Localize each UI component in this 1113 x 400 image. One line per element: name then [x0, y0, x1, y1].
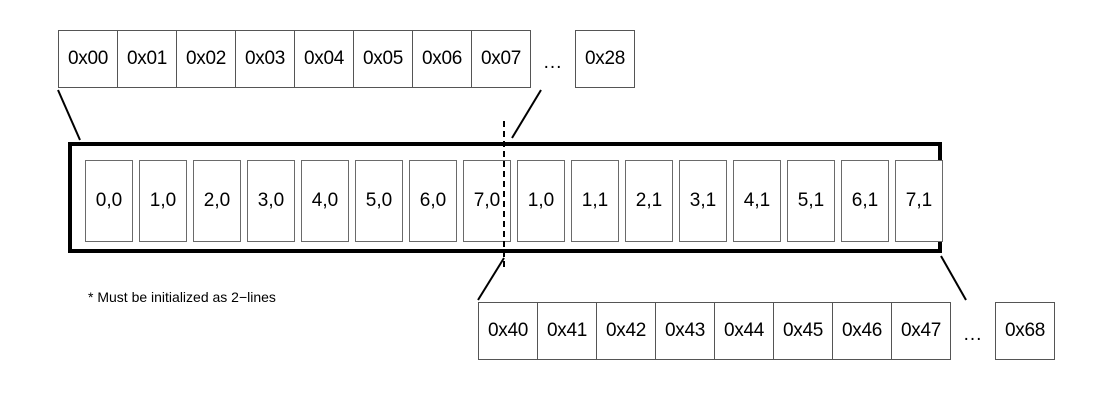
cache-line-cell: 3,1	[679, 160, 727, 242]
cache-line-cell: 1,1	[571, 160, 619, 242]
address-cell: 0x00	[58, 30, 118, 88]
address-cell: 0x42	[596, 302, 656, 360]
cache-line-cell: 0,0	[85, 160, 133, 242]
address-cell: 0x02	[176, 30, 236, 88]
cache-line-cell: 4,0	[301, 160, 349, 242]
cache-line-cell: 2,0	[193, 160, 241, 242]
address-cell: 0x07	[471, 30, 531, 88]
top-address-strip: 0x00 0x01 0x02 0x03 0x04 0x05 0x06 0x07 …	[58, 30, 635, 88]
cache-line-cell-row: 0,0 1,0 2,0 3,0 4,0 5,0 6,0 7,0 1,0 1,1 …	[85, 160, 943, 242]
leader-line-bottom-right	[940, 255, 967, 301]
cache-line-cell: 4,1	[733, 160, 781, 242]
cache-line-cell: 6,1	[841, 160, 889, 242]
cache-line-cell: 2,1	[625, 160, 673, 242]
cache-line-cell: 3,0	[247, 160, 295, 242]
leader-line-top-right	[511, 89, 542, 139]
address-cell: 0x47	[891, 302, 951, 360]
footnote-text: * Must be initialized as 2−lines	[88, 289, 276, 305]
cache-line-cell: 1,0	[139, 160, 187, 242]
cache-line-cell: 5,0	[355, 160, 403, 242]
cache-line-cell: 1,0	[517, 160, 565, 242]
cache-line-split-divider	[503, 121, 505, 267]
address-gap-ellipsis: ...	[543, 52, 563, 73]
address-cell: 0x43	[655, 302, 715, 360]
address-cell: 0x46	[832, 302, 892, 360]
cache-line-cell: 7,1	[895, 160, 943, 242]
address-cell: 0x41	[537, 302, 597, 360]
address-cell-tail: 0x28	[575, 30, 635, 88]
address-gap-ellipsis: ...	[963, 324, 983, 345]
cache-line-cell: 5,1	[787, 160, 835, 242]
cache-line-buffer: 0,0 1,0 2,0 3,0 4,0 5,0 6,0 7,0 1,0 1,1 …	[68, 142, 943, 253]
bottom-address-strip: 0x40 0x41 0x42 0x43 0x44 0x45 0x46 0x47 …	[478, 302, 1055, 360]
address-cell: 0x06	[412, 30, 472, 88]
leader-line-top-left	[57, 89, 81, 141]
address-cell: 0x01	[117, 30, 177, 88]
address-cell-tail: 0x68	[995, 302, 1055, 360]
address-cell: 0x44	[714, 302, 774, 360]
address-cell: 0x40	[478, 302, 538, 360]
address-cell: 0x03	[235, 30, 295, 88]
address-cell: 0x04	[294, 30, 354, 88]
address-cell: 0x45	[773, 302, 833, 360]
leader-line-bottom-left	[477, 257, 505, 301]
address-cell: 0x05	[353, 30, 413, 88]
cache-line-cell: 6,0	[409, 160, 457, 242]
